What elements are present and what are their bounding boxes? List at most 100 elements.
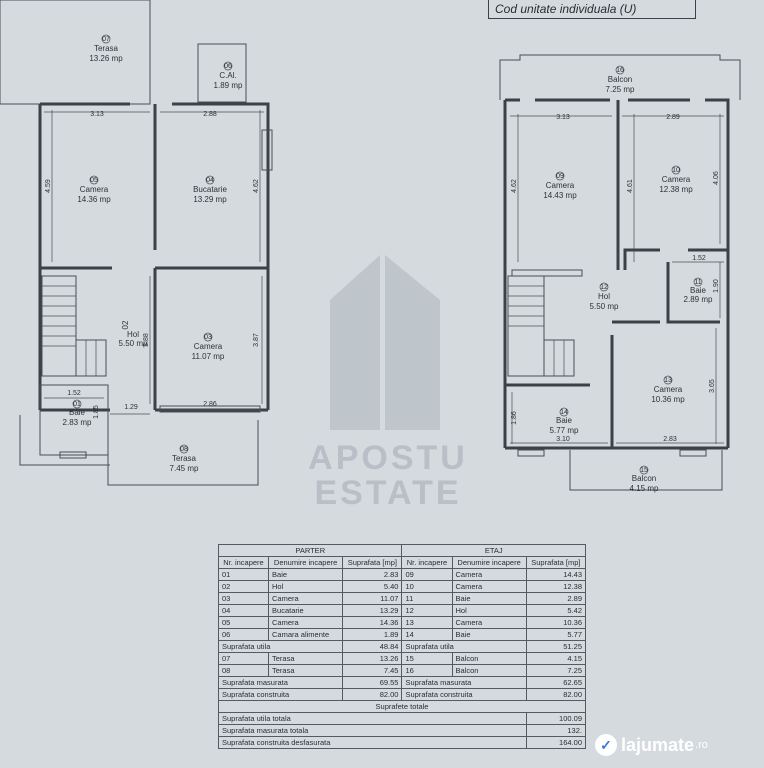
- dim-g-5: 3.88: [143, 333, 150, 347]
- floor-plans: 3.13 2.88 4.59 4.62 3.88 3.87 1.52 1.85 …: [0, 0, 741, 493]
- room-label-12: 12 Hol 5.50 mp: [590, 282, 619, 311]
- svg-text:14.43 mp: 14.43 mp: [543, 191, 577, 200]
- svg-text:Camera: Camera: [662, 175, 691, 184]
- etaj-header: ETAJ: [401, 544, 586, 557]
- room-label-15: 15 Balcon 4.15 mp: [630, 465, 659, 493]
- room-label-14: 14 Baie 5.77 mp: [550, 407, 579, 435]
- dim-u-10: 3.10: [556, 436, 570, 443]
- dim-g-3: 4.59: [45, 179, 52, 193]
- svg-text:1.89 mp: 1.89 mp: [214, 81, 243, 90]
- svg-text:5.77 mp: 5.77 mp: [550, 426, 579, 435]
- svg-text:Terasa: Terasa: [94, 44, 119, 53]
- room-label-01: 01 Baie 2.83 mp: [63, 399, 92, 427]
- watermark-line1: APOSTU: [308, 439, 468, 477]
- room-label-09: 09 Camera 14.43 mp: [543, 171, 577, 200]
- stairs-ground: [41, 275, 107, 377]
- stairs-upper: [507, 269, 583, 377]
- svg-text:03: 03: [204, 334, 212, 341]
- svg-text:2.89 mp: 2.89 mp: [684, 295, 713, 304]
- totals-title-row: Suprafete totale: [218, 700, 586, 713]
- room-label-11: 11 Baie 2.89 mp: [684, 277, 713, 304]
- balcony-16-outline: [499, 54, 741, 100]
- room-label-06: 06 C.Al. 1.89 mp: [214, 61, 243, 90]
- svg-text:10.36 mp: 10.36 mp: [651, 395, 685, 404]
- room-label-04: 04 Bucatarie 13.29 mp: [193, 175, 227, 204]
- svg-text:Balcon: Balcon: [632, 474, 656, 483]
- svg-text:04: 04: [206, 177, 214, 184]
- dim-u-7: 1.90: [713, 279, 720, 293]
- svg-text:Hol: Hol: [127, 330, 139, 339]
- svg-text:08: 08: [180, 446, 188, 453]
- svg-text:5.50 mp: 5.50 mp: [119, 339, 148, 348]
- svg-text:10: 10: [672, 167, 680, 174]
- svg-text:11: 11: [694, 279, 701, 286]
- parter-header: PARTER: [217, 544, 403, 557]
- svg-text:16: 16: [616, 67, 624, 74]
- svg-text:14.36 mp: 14.36 mp: [77, 195, 111, 204]
- lajumate-logo: ✓ lajumate .ro: [595, 732, 708, 758]
- dim-g-6: 3.87: [253, 333, 260, 347]
- area-table: PARTER ETAJ Nr. incapere Denumire incape…: [217, 544, 587, 749]
- dim-u-3: 4.62: [511, 179, 518, 193]
- room-label-07: 07 Terasa 13.26 mp: [89, 34, 123, 63]
- dim-g-1: 3.13: [90, 111, 104, 118]
- svg-text:Bucatarie: Bucatarie: [193, 185, 227, 194]
- dim-u-8: 3.65: [709, 379, 716, 393]
- room-label-10: 10 Camera 12.38 mp: [659, 165, 693, 194]
- dim-g-7: 1.52: [67, 390, 81, 397]
- svg-text:Balcon: Balcon: [608, 75, 632, 84]
- svg-text:07: 07: [102, 36, 110, 43]
- ground-floor-plan: 3.13 2.88 4.59 4.62 3.88 3.87 1.52 1.85 …: [0, 0, 273, 486]
- svg-text:05: 05: [90, 177, 98, 184]
- svg-text:14: 14: [560, 409, 568, 416]
- svg-text:13.29 mp: 13.29 mp: [193, 195, 227, 204]
- dim-u-9: 1.86: [511, 411, 518, 425]
- room-label-03: 03 Camera 11.07 mp: [192, 332, 225, 361]
- svg-text:Baie: Baie: [69, 408, 86, 417]
- svg-text:09: 09: [556, 173, 564, 180]
- svg-text:13: 13: [664, 377, 672, 384]
- terrace-08-outline: [107, 420, 259, 486]
- upper-floor-plan: 3.13 2.89 4.62 4.61 4.06 1.52 1.90 3.65 …: [499, 54, 741, 493]
- upper-walls: [503, 98, 730, 448]
- logo-tld: .ro: [695, 739, 708, 751]
- svg-text:13.26 mp: 13.26 mp: [89, 54, 123, 63]
- room-label-05: 05 Camera 14.36 mp: [77, 175, 111, 204]
- logo-text: lajumate: [621, 734, 695, 755]
- dim-g-2: 2.88: [203, 111, 217, 118]
- svg-text:Terasa: Terasa: [172, 454, 197, 463]
- watermark-line2: ESTATE: [314, 474, 462, 512]
- svg-text:11.07 mp: 11.07 mp: [192, 352, 225, 361]
- watermark: APOSTU ESTATE: [268, 440, 508, 510]
- svg-text:5.50 mp: 5.50 mp: [590, 302, 619, 311]
- dim-u-6: 1.52: [692, 255, 706, 262]
- terrace-07-outline: [0, 0, 151, 105]
- balcony-15-outline: [569, 450, 723, 491]
- svg-text:Camera: Camera: [80, 185, 109, 194]
- room-label-13: 13 Camera 10.36 mp: [651, 375, 685, 404]
- unit-code-label: Cod unitate individuala (U): [488, 0, 696, 19]
- svg-text:Baie: Baie: [556, 416, 573, 425]
- dim-u-11: 2.83: [663, 436, 677, 443]
- svg-text:4.15 mp: 4.15 mp: [630, 484, 659, 493]
- svg-text:7.45 mp: 7.45 mp: [170, 464, 199, 473]
- svg-text:Camera: Camera: [194, 342, 223, 351]
- closet-06-outline: [197, 43, 247, 103]
- watermark-building-icon: [330, 255, 440, 430]
- svg-text:12: 12: [600, 284, 608, 291]
- room-label-08: 08 Terasa 7.45 mp: [170, 444, 199, 473]
- svg-text:7.25 mp: 7.25 mp: [606, 85, 635, 94]
- room-label-02: 02 Hol 5.50 mp: [119, 320, 148, 348]
- dim-g-10: 2.86: [203, 401, 217, 408]
- dim-u-2: 2.89: [666, 114, 680, 121]
- dim-g-4: 4.62: [253, 179, 260, 193]
